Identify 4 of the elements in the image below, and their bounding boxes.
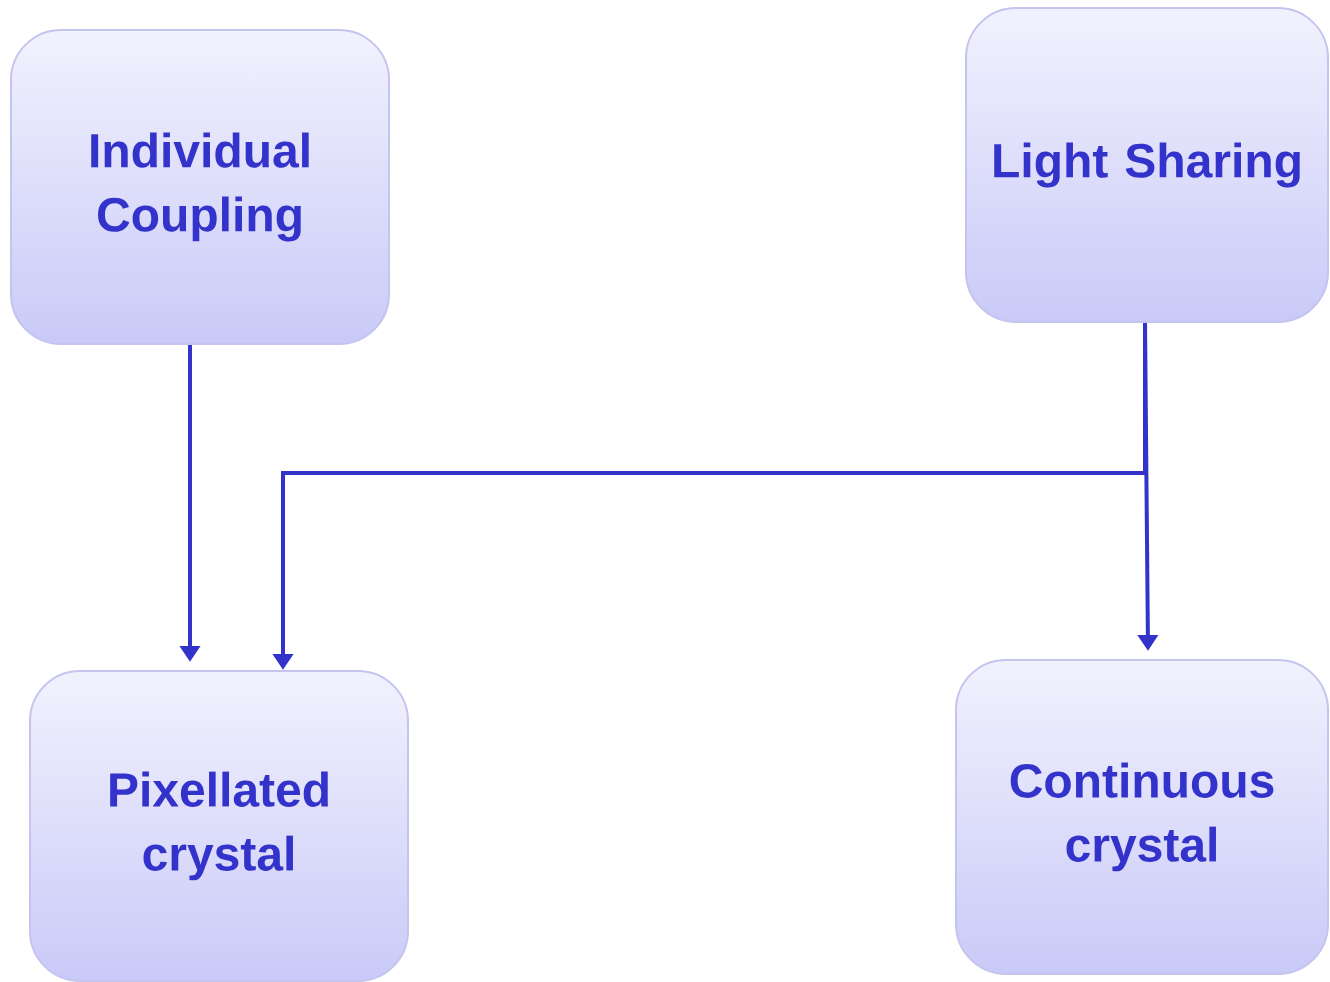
process-box: Continuous crystal [955,659,1329,975]
process-box: Light Sharing [965,7,1329,323]
process-box: Pixellated crystal [29,670,409,982]
process-box: Individual Coupling [10,29,390,345]
